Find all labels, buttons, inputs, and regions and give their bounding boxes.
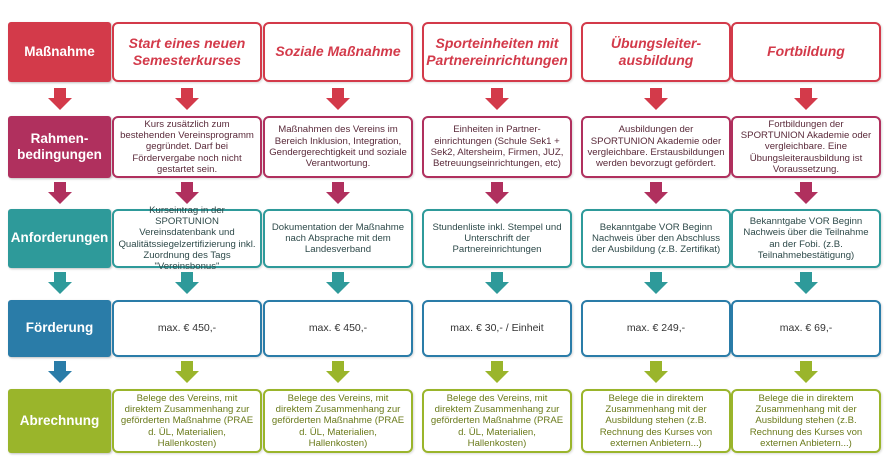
arrow-down-icon (326, 282, 350, 294)
arrow-stem (181, 88, 193, 98)
arrow-stem (650, 272, 662, 282)
arrow-down-icon (175, 98, 199, 110)
arrow-down-icon (48, 98, 72, 110)
arrow-down-icon (485, 282, 509, 294)
arrow-stem (650, 361, 662, 371)
arrow-stem (332, 88, 344, 98)
arrow-stem (491, 88, 503, 98)
arrow-down-icon (485, 371, 509, 383)
abrechnung-cell-1: Belege des Vereins, mit direktem Zusamme… (112, 389, 262, 453)
rahmenbedingungen-cell-3: Einheiten in Partner-einrichtungen (Schu… (422, 116, 572, 178)
massnahme-semesterkurs: Start eines neuen Semesterkurses (112, 22, 262, 82)
foerderung-cell-4: max. € 249,- (581, 300, 731, 357)
massnahme-uebungsleiterausbildung: Übungsleiter-ausbildung (581, 22, 731, 82)
arrow-down-icon (794, 282, 818, 294)
foerderung-cell-1: max. € 450,- (112, 300, 262, 357)
arrow-down-icon (326, 98, 350, 110)
abrechnung-cell-3: Belege des Vereins, mit direktem Zusamme… (422, 389, 572, 453)
arrow-stem (54, 182, 66, 192)
abrechnung-cell-2: Belege des Vereins, mit direktem Zusamme… (263, 389, 413, 453)
arrow-down-icon (794, 192, 818, 204)
arrow-stem (181, 272, 193, 282)
rahmenbedingungen-cell-1: Kurs zusätzlich zum bestehenden Vereinsp… (112, 116, 262, 178)
arrow-down-icon (644, 192, 668, 204)
arrow-down-icon (794, 371, 818, 383)
arrow-stem (491, 361, 503, 371)
arrow-down-icon (48, 192, 72, 204)
anforderungen-cell-1: Kurseintrag in der SPORTUNION Vereinsdat… (112, 205, 262, 272)
row-label-massnahme: Maßnahme (8, 22, 111, 82)
arrow-stem (800, 272, 812, 282)
arrow-stem (800, 361, 812, 371)
arrow-stem (181, 361, 193, 371)
massnahme-soziale: Soziale Maßnahme (263, 22, 413, 82)
row-label-anforderungen: Anforderungen (8, 209, 111, 268)
arrow-stem (181, 182, 193, 192)
rahmenbedingungen-cell-4: Ausbildungen der SPORTUNION Akademie ode… (581, 116, 731, 178)
arrow-stem (800, 182, 812, 192)
arrow-stem (54, 272, 66, 282)
arrow-down-icon (175, 371, 199, 383)
anforderungen-cell-3: Stundenliste inkl. Stempel und Unterschr… (422, 209, 572, 268)
anforderungen-cell-2: Dokumentation der Maßnahme nach Absprach… (263, 209, 413, 268)
arrow-down-icon (644, 282, 668, 294)
arrow-down-icon (485, 98, 509, 110)
rahmenbedingungen-cell-2: Maßnahmen des Vereins im Bereich Inklusi… (263, 116, 413, 178)
arrow-stem (332, 361, 344, 371)
row-label-rahmenbedingungen: Rahmen-bedingungen (8, 116, 111, 178)
arrow-down-icon (48, 371, 72, 383)
arrow-stem (491, 182, 503, 192)
rahmenbedingungen-cell-5: Fortbildungen der SPORTUNION Akademie od… (731, 116, 881, 178)
massnahme-fortbildung: Fortbildung (731, 22, 881, 82)
foerderung-cell-5: max. € 69,- (731, 300, 881, 357)
arrow-stem (800, 88, 812, 98)
arrow-down-icon (48, 282, 72, 294)
arrow-down-icon (175, 192, 199, 204)
arrow-down-icon (644, 371, 668, 383)
arrow-stem (332, 182, 344, 192)
arrow-stem (54, 88, 66, 98)
anforderungen-cell-5: Bekanntgabe VOR Beginn Nachweis über die… (731, 209, 881, 268)
arrow-stem (54, 361, 66, 371)
arrow-down-icon (644, 98, 668, 110)
row-label-foerderung: Förderung (8, 300, 111, 357)
arrow-stem (650, 88, 662, 98)
arrow-down-icon (326, 371, 350, 383)
abrechnung-cell-4: Belege die in direktem Zusammenhang mit … (581, 389, 731, 453)
arrow-stem (332, 272, 344, 282)
arrow-down-icon (485, 192, 509, 204)
foerderung-cell-2: max. € 450,- (263, 300, 413, 357)
foerderung-cell-3: max. € 30,- / Einheit (422, 300, 572, 357)
arrow-stem (491, 272, 503, 282)
arrow-down-icon (794, 98, 818, 110)
arrow-down-icon (326, 192, 350, 204)
abrechnung-cell-5: Belege die in direktem Zusammenhang mit … (731, 389, 881, 453)
massnahme-partnereinrichtungen: Sporteinheiten mit Partnereinrichtungen (422, 22, 572, 82)
arrow-down-icon (175, 282, 199, 294)
row-label-abrechnung: Abrechnung (8, 389, 111, 453)
arrow-stem (650, 182, 662, 192)
anforderungen-cell-4: Bekanntgabe VOR Beginn Nachweis über den… (581, 209, 731, 268)
